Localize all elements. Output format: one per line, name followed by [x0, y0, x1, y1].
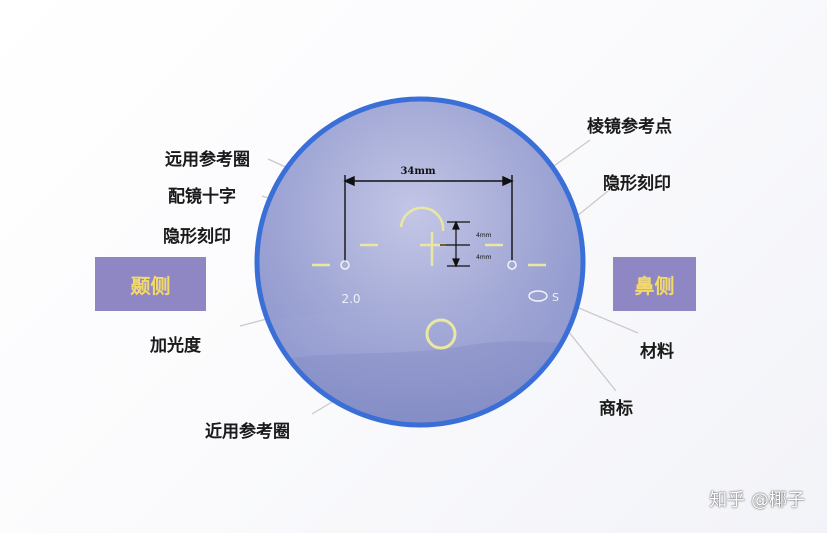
- hidden-marks: [312, 260, 546, 270]
- distance-ref-circle: [399, 206, 445, 232]
- nasal-side-box: 鼻侧: [613, 257, 696, 311]
- lens-border: [254, 96, 586, 428]
- trademark-mark: [528, 290, 548, 302]
- label-add-power: 加光度: [150, 336, 201, 356]
- label-trademark: 商标: [599, 399, 633, 419]
- dimension-34mm: [343, 175, 514, 262]
- label-distance-ref-circle: 远用参考圈: [165, 150, 250, 170]
- dimension-4mm-bottom-text: 4mm: [476, 254, 492, 261]
- dimension-arrow-left: [343, 175, 355, 187]
- material-code: S: [552, 291, 559, 304]
- fitting-cross: [360, 232, 503, 266]
- label-material: 材料: [640, 342, 674, 362]
- temporal-side-box: 颞侧: [95, 257, 206, 311]
- label-near-ref-circle: 近用参考圈: [205, 422, 290, 442]
- dimension-34mm-text: 34mm: [400, 166, 435, 177]
- dimension-4mm-top-text: 4mm: [476, 232, 492, 239]
- watermark: 知乎 @椰子: [709, 490, 805, 511]
- dimension-arrow-right: [502, 175, 514, 187]
- label-fitting-cross: 配镜十字: [168, 187, 236, 207]
- hidden-mark-right-circle: [507, 260, 517, 270]
- add-power-value: 2.0: [341, 292, 360, 306]
- label-prism-ref-point: 棱镜参考点: [587, 117, 672, 137]
- near-ref-circle: [425, 318, 457, 350]
- dimension-4mm: [440, 220, 470, 268]
- hidden-mark-left-circle: [340, 260, 350, 270]
- label-hidden-mark-right: 隐形刻印: [603, 174, 671, 194]
- temporal-side-label: 颞侧: [130, 273, 171, 298]
- label-hidden-mark-left: 隐形刻印: [163, 227, 231, 247]
- nasal-side-label: 鼻侧: [634, 273, 675, 298]
